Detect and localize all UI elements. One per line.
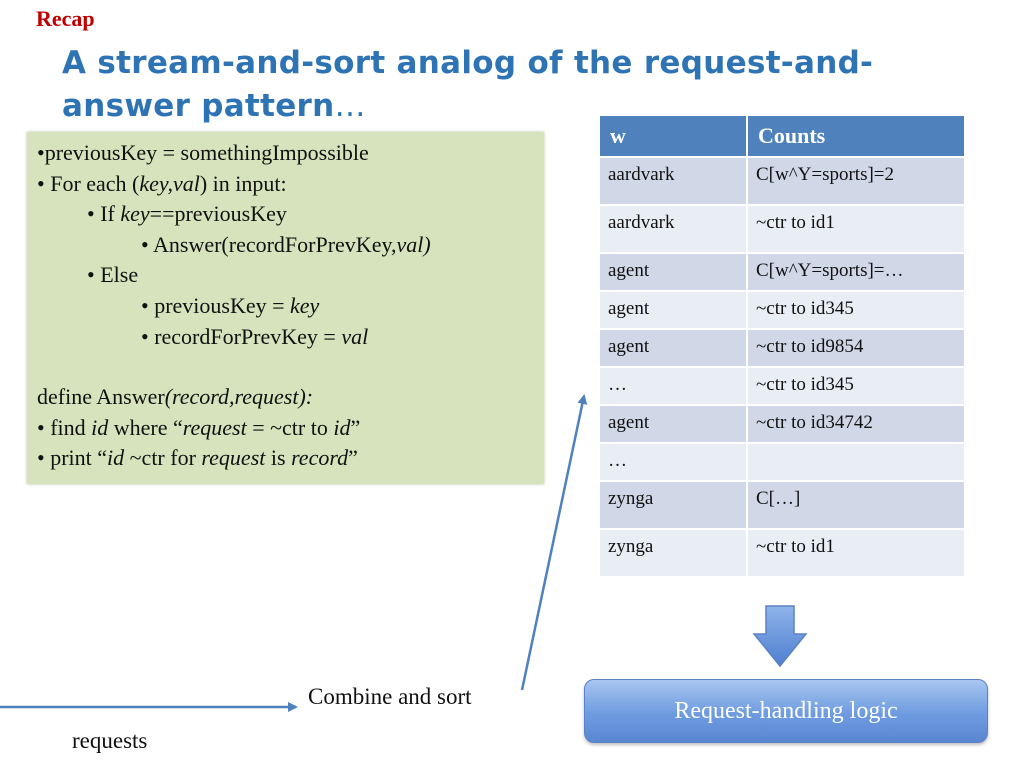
code-text: • Answer(recordForPrevKey, xyxy=(141,231,397,257)
pseudocode-box: •previousKey = somethingImpossible • For… xyxy=(27,132,544,484)
down-arrow-icon xyxy=(752,605,808,668)
slide-title: A stream-and-sort analog of the request-… xyxy=(62,42,922,128)
code-line-3: • If key==previousKey xyxy=(37,199,534,230)
code-italic: request xyxy=(182,414,247,440)
header-w: w xyxy=(598,114,748,158)
table-header-row: w Counts xyxy=(598,114,966,158)
table-row: …~ctr to id345 xyxy=(598,366,966,406)
code-text: • print “ xyxy=(37,445,108,471)
code-line-4: • Answer(recordForPrevKey,val) xyxy=(37,230,534,261)
code-italic: request xyxy=(201,445,266,471)
combine-and-sort-label: Combine and sort xyxy=(308,684,472,709)
code-text: is xyxy=(265,445,292,471)
cell-count: ~ctr to id345 xyxy=(746,366,966,406)
table-row: agent~ctr to id34742 xyxy=(598,404,966,444)
cell-w: agent xyxy=(598,290,748,330)
cell-w: aardvark xyxy=(598,204,748,254)
cell-w: zynga xyxy=(598,528,748,578)
code-text: ) in input: xyxy=(199,170,287,196)
table-row: zynga~ctr to id1 xyxy=(598,528,966,578)
table-row: aardvark~ctr to id1 xyxy=(598,204,966,254)
cell-count: ~ctr to id34742 xyxy=(746,404,966,444)
code-line-9: • find id where “request = ~ctr to id” xyxy=(37,413,534,444)
code-italic: id xyxy=(107,445,125,471)
cell-count: ~ctr to id345 xyxy=(746,290,966,330)
code-line-5: • Else xyxy=(87,262,139,288)
code-italic: (record,request): xyxy=(164,384,314,410)
cell-w: agent xyxy=(598,252,748,292)
code-text: • If xyxy=(87,201,121,227)
cell-w: zynga xyxy=(598,480,748,530)
code-line-6: • previousKey = key xyxy=(37,291,534,322)
requests-label: requests xyxy=(72,728,148,753)
code-italic: key,val xyxy=(139,170,200,196)
cell-w: … xyxy=(598,442,748,482)
cell-count: ~ctr to id1 xyxy=(746,204,966,254)
cell-count: C[w^Y=sports]=2 xyxy=(746,156,966,206)
table-row: … xyxy=(598,442,966,482)
cell-count: ~ctr to id9854 xyxy=(746,328,966,368)
code-text: • recordForPrevKey = xyxy=(141,323,342,349)
cell-w: … xyxy=(598,366,748,406)
code-italic: record xyxy=(291,445,349,471)
request-handling-logic-box: Request-handling logic xyxy=(584,679,988,743)
code-text: • previousKey = xyxy=(141,292,291,318)
cell-w: agent xyxy=(598,328,748,368)
cell-count xyxy=(746,442,966,482)
cell-w: agent xyxy=(598,404,748,444)
table-row: agent~ctr to id345 xyxy=(598,290,966,330)
cell-count: ~ctr to id1 xyxy=(746,528,966,578)
table-row: agent~ctr to id9854 xyxy=(598,328,966,368)
code-text: = ~ctr to xyxy=(246,414,334,440)
code-line-7: • recordForPrevKey = val xyxy=(37,322,534,353)
code-italic: key xyxy=(290,292,320,318)
code-text: • find xyxy=(37,414,92,440)
code-text: ==previousKey xyxy=(149,201,287,227)
cell-count: C[w^Y=sports]=… xyxy=(746,252,966,292)
code-text: ” xyxy=(350,414,361,440)
code-line-10: • print “id ~ctr for request is record” xyxy=(37,443,534,474)
code-line-1: •previousKey = somethingImpossible xyxy=(37,140,369,165)
code-italic: key xyxy=(120,201,150,227)
title-text: A stream-and-sort analog of the request-… xyxy=(62,45,874,124)
code-italic: id xyxy=(91,414,109,440)
code-text: • For each ( xyxy=(37,170,140,196)
code-italic: id xyxy=(333,414,351,440)
code-italic: val xyxy=(341,323,369,349)
code-line-2: • For each (key,val) in input: xyxy=(37,169,534,200)
code-line-8: define Answer(record,request): xyxy=(37,382,534,413)
code-text: ” xyxy=(348,445,358,471)
code-text: define Answer xyxy=(37,384,165,410)
code-italic: val) xyxy=(396,231,431,257)
cell-count: C[…] xyxy=(746,480,966,530)
code-text: ~ctr for xyxy=(124,445,202,471)
title-ellipsis: … xyxy=(334,88,366,124)
header-counts: Counts xyxy=(746,114,966,158)
recap-label: Recap xyxy=(36,6,95,31)
code-gap xyxy=(37,352,534,382)
code-text: where “ xyxy=(108,414,183,440)
cell-w: aardvark xyxy=(598,156,748,206)
